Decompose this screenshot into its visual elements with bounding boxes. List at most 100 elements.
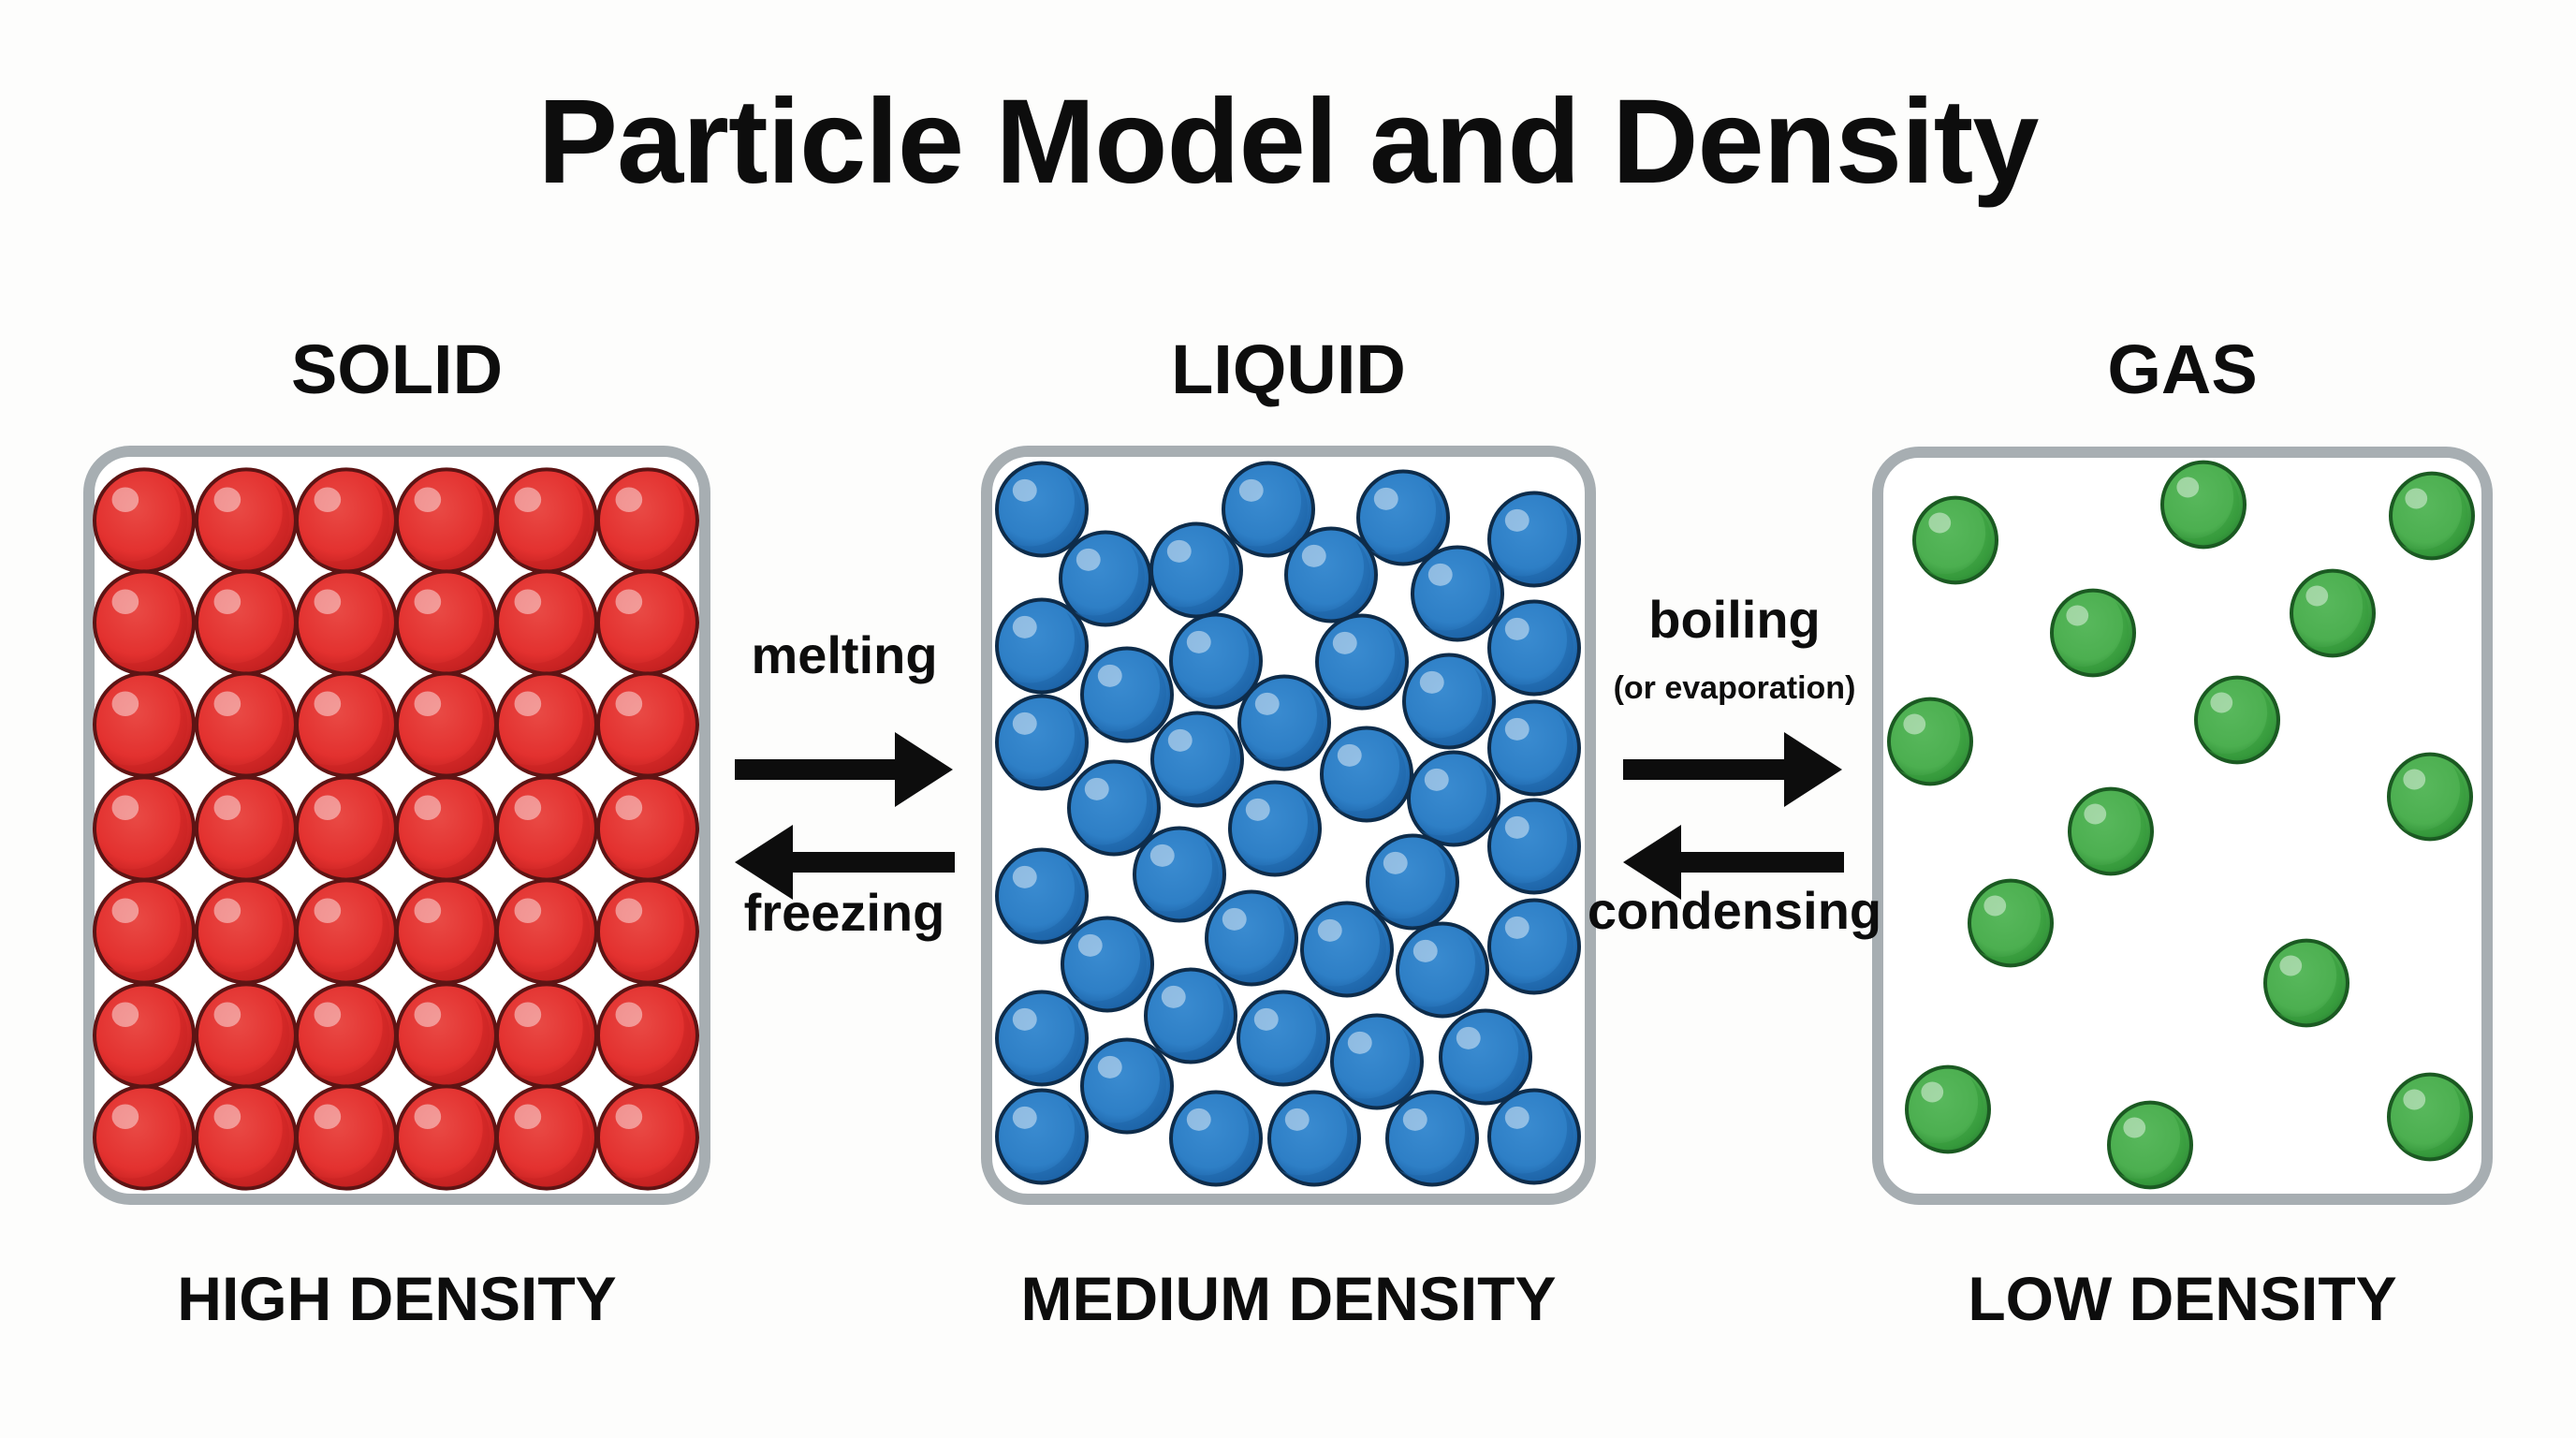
particles [93, 460, 2475, 1191]
solid-particle [195, 982, 298, 1089]
medium-density-label: MEDIUM DENSITY [1020, 1264, 1557, 1333]
solid-particle [395, 569, 498, 676]
liquid-particle [1356, 469, 1450, 566]
solid-particle [295, 467, 398, 574]
liquid-particle [1228, 780, 1322, 877]
solid-particle [395, 671, 498, 778]
solid-particle [195, 467, 298, 574]
gas-particle [1905, 1064, 1991, 1154]
liquid-particle [1315, 613, 1409, 711]
liquid-heading: LIQUID [1171, 330, 1406, 408]
solid-particle [295, 671, 398, 778]
liquid-particle [995, 461, 1089, 558]
gas-particle [2107, 1100, 2193, 1190]
gas-heading: GAS [2107, 330, 2258, 408]
liquid-particle [995, 597, 1089, 695]
liquid-particle [1487, 798, 1581, 895]
liquid-particle [1080, 1037, 1174, 1135]
liquid-particle [1487, 491, 1581, 588]
liquid-particle [1487, 1088, 1581, 1185]
liquid-particle [1149, 521, 1243, 619]
solid-particle [495, 775, 598, 882]
gas-particle [2194, 675, 2280, 765]
solid-particle [596, 982, 699, 1089]
liquid-particle [1267, 1090, 1361, 1187]
liquid-particle [1059, 530, 1152, 627]
solid-particle [596, 1084, 699, 1191]
liquid-particle [995, 1088, 1089, 1185]
solid-particle [93, 671, 196, 778]
boiling-label: boiling [1648, 590, 1821, 649]
liquid-particle [1407, 750, 1500, 847]
liquid-particle [1205, 889, 1298, 987]
solid-particle [495, 1084, 598, 1191]
solid-particle [195, 878, 298, 985]
melting-label: melting [751, 625, 938, 684]
liquid-particle [995, 990, 1089, 1087]
page-title: Particle Model and Density [537, 75, 2040, 209]
liquid-particle [1402, 653, 1496, 750]
gas-particle [1968, 878, 2054, 968]
solid-particle [93, 1084, 196, 1191]
liquid-particle [1330, 1013, 1424, 1110]
liquid-particle [1487, 599, 1581, 697]
solid-particle [596, 775, 699, 882]
gas-particle [2387, 752, 2473, 842]
liquid-particle [1237, 674, 1331, 771]
solid-particle [195, 671, 298, 778]
solid-particle [93, 569, 196, 676]
solid-particle [93, 878, 196, 985]
liquid-particle [1366, 833, 1459, 931]
gas-particle [2263, 938, 2349, 1028]
liquid-particle [1385, 1090, 1479, 1187]
boiling-arrow-right-icon [1623, 732, 1842, 807]
solid-particle [395, 1084, 498, 1191]
liquid-particle [1061, 916, 1154, 1013]
melting-arrow-right-icon [735, 732, 953, 807]
solid-particle [295, 1084, 398, 1191]
liquid-particle [1396, 921, 1489, 1019]
liquid-particle [995, 847, 1089, 945]
liquid-particle [1237, 990, 1330, 1087]
high-density-label: HIGH DENSITY [177, 1264, 617, 1333]
gas-particle [1887, 697, 1973, 786]
solid-particle [295, 878, 398, 985]
liquid-particle [1169, 1090, 1263, 1187]
solid-particle [395, 878, 498, 985]
liquid-particle [1144, 967, 1237, 1064]
liquid-particle [1133, 826, 1226, 923]
solid-particle [495, 467, 598, 574]
solid-heading: SOLID [290, 330, 504, 408]
liquid-particle [1067, 759, 1161, 857]
liquid-particle [1487, 898, 1581, 995]
liquid-particle [1300, 901, 1394, 998]
gas-particle [2387, 1072, 2473, 1162]
solid-particle [495, 982, 598, 1089]
gas-particle [1912, 495, 1998, 585]
solid-particle [495, 569, 598, 676]
solid-particle [495, 878, 598, 985]
solid-particle [596, 569, 699, 676]
liquid-particle [1169, 612, 1263, 710]
solid-particle [596, 671, 699, 778]
liquid-particle [1080, 646, 1174, 743]
solid-particle [295, 569, 398, 676]
liquid-particle [1439, 1008, 1532, 1106]
gas-particle [2160, 460, 2247, 550]
solid-particle [395, 775, 498, 882]
liquid-particle [1320, 726, 1413, 823]
freezing-label: freezing [743, 883, 945, 942]
solid-particle [395, 467, 498, 574]
condensing-arrow-left-icon [1623, 825, 1844, 900]
solid-particle [295, 982, 398, 1089]
solid-particle [495, 671, 598, 778]
solid-particle [93, 467, 196, 574]
gas-particle [2389, 471, 2475, 561]
solid-particle [295, 775, 398, 882]
solid-particle [195, 1084, 298, 1191]
liquid-particle [1411, 545, 1504, 642]
gas-particle [2068, 786, 2154, 876]
liquid-particle [1150, 711, 1244, 808]
liquid-particle [1222, 461, 1315, 558]
gas-particle [2050, 588, 2136, 678]
